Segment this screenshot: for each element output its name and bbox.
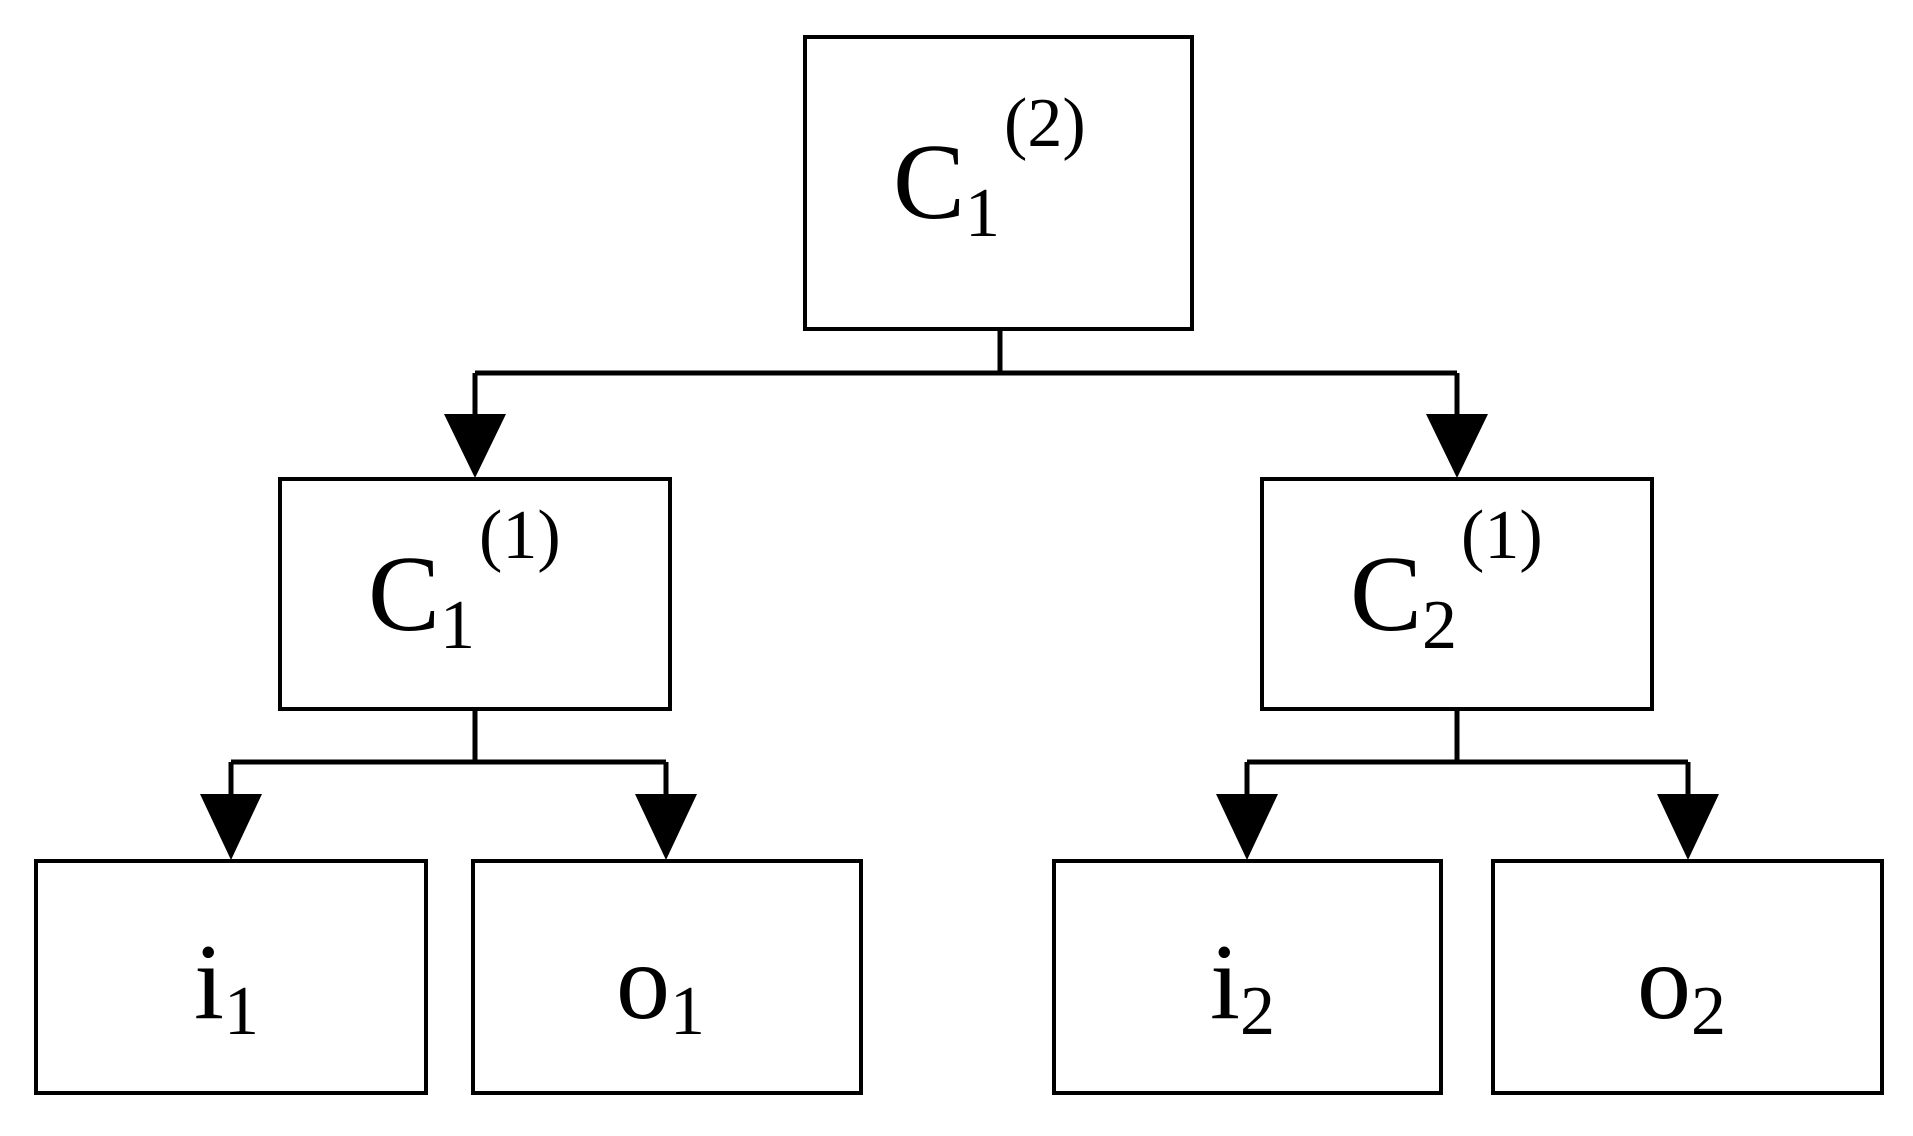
- arrowhead-left-mid: [444, 414, 506, 478]
- node-right-mid-sup: (1): [1461, 497, 1543, 574]
- node-leaf-o2-main: o: [1637, 923, 1691, 1042]
- node-leaf-o1-main: o: [616, 923, 670, 1042]
- node-leaf-o2: o2: [1491, 859, 1884, 1095]
- node-right-mid: C2(1): [1260, 477, 1654, 711]
- node-right-mid-main: C: [1350, 535, 1422, 654]
- connector-left-mid-split: [231, 710, 666, 765]
- arrowhead-right-mid: [1426, 414, 1488, 478]
- arrowhead-o1: [635, 794, 697, 860]
- node-leaf-o1-box: [471, 859, 863, 1095]
- node-leaf-o2-sub: 2: [1691, 973, 1726, 1050]
- node-left-mid: C1(1): [278, 477, 672, 711]
- node-root-sup: (2): [1004, 85, 1086, 162]
- node-left-mid-box: [278, 477, 672, 711]
- node-left-mid-sub: 1: [440, 587, 475, 664]
- node-leaf-i1-label: i1: [194, 923, 259, 1050]
- node-left-mid-sup: (1): [479, 497, 561, 574]
- node-right-mid-box: [1260, 477, 1654, 711]
- node-leaf-i1: i1: [34, 859, 428, 1095]
- node-leaf-i2-box: [1052, 859, 1443, 1095]
- node-leaf-i2-sub: 2: [1240, 973, 1275, 1050]
- node-root-label: C1(2): [893, 85, 1086, 252]
- node-root-box: [803, 35, 1194, 331]
- connector-right-mid-split: [1247, 710, 1688, 765]
- node-leaf-o2-label: o2: [1637, 923, 1726, 1050]
- node-leaf-i1-box: [34, 859, 428, 1095]
- arrowhead-i2: [1216, 794, 1278, 860]
- node-right-mid-label: C2(1): [1350, 497, 1543, 664]
- edges: [200, 330, 1719, 860]
- node-leaf-i2-label: i2: [1210, 923, 1275, 1050]
- node-left-mid-main: C: [368, 535, 440, 654]
- node-right-mid-sub: 2: [1422, 587, 1457, 664]
- node-leaf-o1-sub: 1: [670, 973, 705, 1050]
- node-leaf-i2-main: i: [1210, 923, 1240, 1042]
- node-root-main: C: [893, 123, 965, 242]
- node-root: C1(2): [803, 35, 1194, 331]
- node-leaf-i1-main: i: [194, 923, 224, 1042]
- node-left-mid-label: C1(1): [368, 497, 561, 664]
- node-leaf-o2-box: [1491, 859, 1884, 1095]
- node-leaf-i2: i2: [1052, 859, 1443, 1095]
- node-leaf-o1-label: o1: [616, 923, 705, 1050]
- node-leaf-i1-sub: 1: [224, 973, 259, 1050]
- arrowhead-o2: [1657, 794, 1719, 860]
- node-leaf-o1: o1: [471, 859, 863, 1095]
- connector-root-split: [475, 330, 1457, 376]
- node-root-sub: 1: [965, 175, 1000, 252]
- arrowhead-i1: [200, 794, 262, 860]
